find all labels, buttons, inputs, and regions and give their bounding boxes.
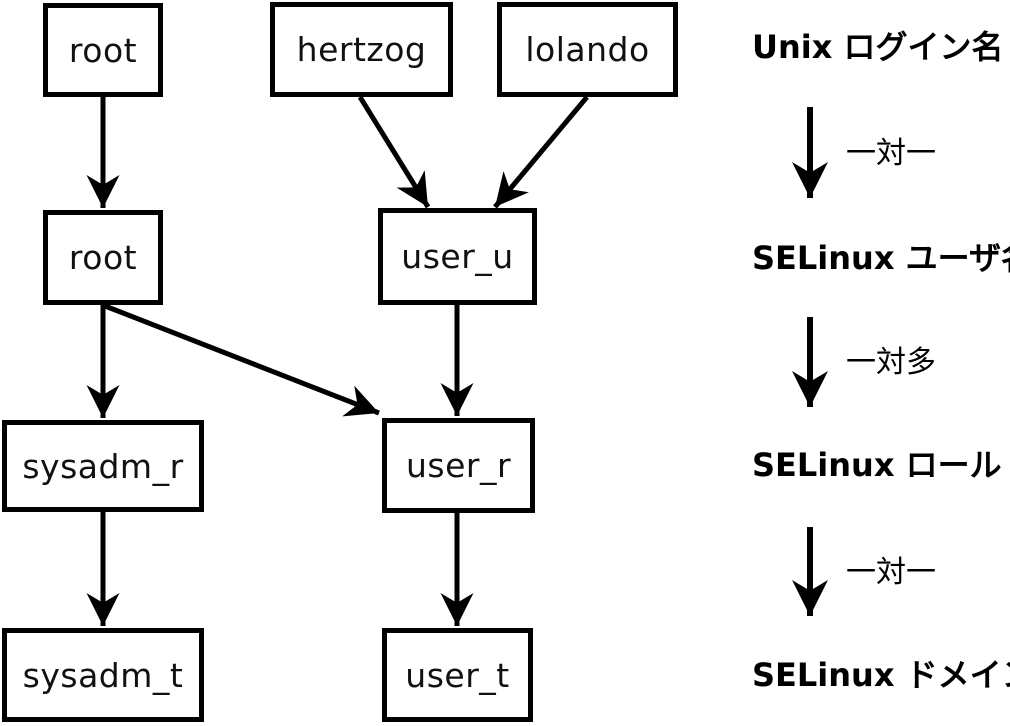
legend-relation-one-to-many: 一対多 [846,345,936,380]
node-label: user_r [405,446,512,485]
node-label: root [68,30,138,70]
node-label: lolando [525,30,650,69]
node-unix-login-lolando: lolando [497,2,678,97]
legend-level-selinux-role: SELinux ロール [752,446,1002,484]
arrow-lolando-to-user_u [493,95,589,209]
node-unix-login-root: root [43,3,163,97]
node-selinux-domain-sysadm_t: sysadm_t [2,628,204,722]
node-label: root [68,238,138,277]
legend-level-selinux-domain: SELinux ドメイン [752,656,1010,694]
arrow-selroot-to-user_r [104,303,380,417]
legend-level-unix-login-name: Unix ログイン名 [752,28,1004,66]
arrow-hertzog-to-user_u [357,95,431,209]
node-selinux-role-sysadm_r: sysadm_r [2,420,204,512]
node-selinux-user-root: root [43,210,163,305]
node-label: hertzog [296,30,427,69]
node-selinux-role-user_r: user_r [382,418,535,513]
legend-relation-one-to-one-1: 一対一 [846,136,936,171]
node-label: sysadm_t [22,655,184,695]
node-selinux-domain-user_t: user_t [382,628,533,722]
node-label: user_u [401,237,514,276]
legend-relation-one-to-one-2: 一対一 [846,555,936,590]
node-unix-login-hertzog: hertzog [270,2,453,97]
node-selinux-user-user_u: user_u [378,208,537,305]
node-label: user_t [405,655,510,695]
node-label: sysadm_r [22,446,184,486]
legend-level-selinux-user-name: SELinux ユーザ名 [752,239,1010,277]
